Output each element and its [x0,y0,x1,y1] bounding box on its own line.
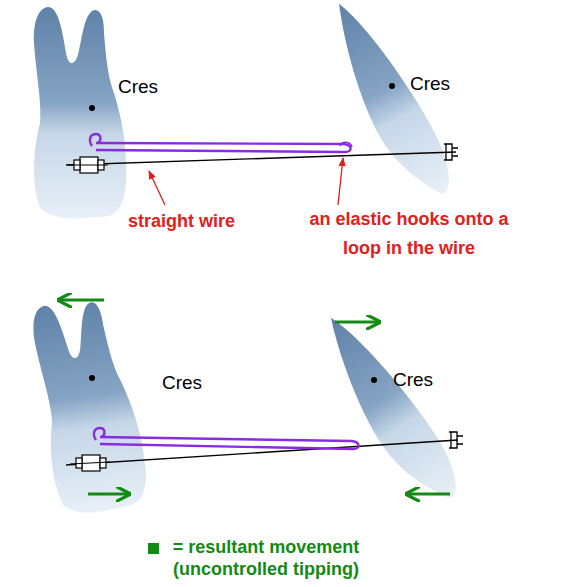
pointer-arrow [149,171,165,205]
elastic [90,134,352,152]
canine-tooth [310,304,468,514]
canine-bracket [449,432,463,448]
molar-tooth [34,7,126,218]
cres-label: Cres [393,369,453,391]
cres-dot [389,83,395,89]
molar-bracket [70,455,110,471]
cres-dot [89,375,95,381]
straight-wire [66,152,456,165]
movement-arrow [60,300,450,494]
canine-tooth [318,0,461,207]
cres-dot [89,105,95,111]
cres-label: Cres [162,372,222,394]
elastic [94,428,359,449]
annotation-text: an elastic hooks onto a loop in the wire [300,205,518,263]
legend-text: = resultant movement (uncontrolled tippi… [160,536,372,580]
legend-swatch [148,543,159,554]
canine-bracket [444,144,458,160]
cres-dot [371,377,377,383]
cres-label: Cres [410,73,470,95]
molar-tooth [30,295,151,517]
annotation-text: straight wire [128,207,258,236]
cres-label: Cres [118,76,178,98]
pointer-arrow [338,158,343,205]
molar-bracket [68,157,108,173]
